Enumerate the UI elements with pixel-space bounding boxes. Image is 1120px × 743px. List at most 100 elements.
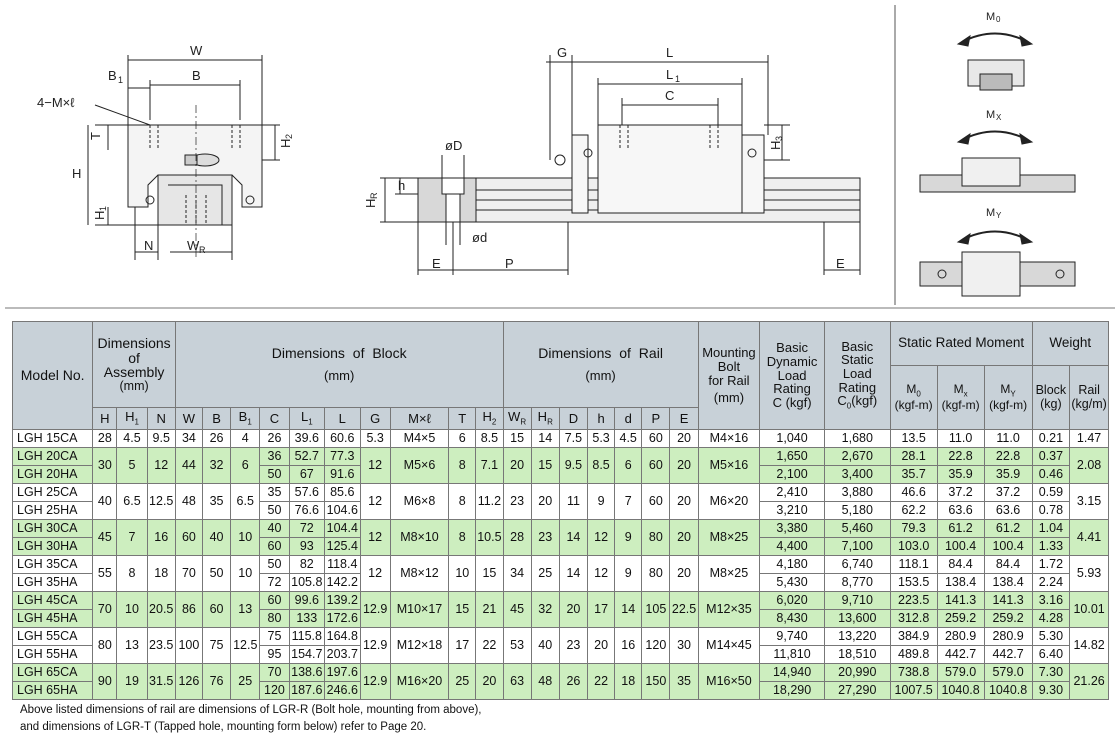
cell-dyn: 18,290 — [759, 681, 825, 700]
cell-stat: 13,220 — [823, 627, 891, 646]
cell-h: 20 — [587, 627, 616, 664]
cell-rail-weight: 4.41 — [1069, 519, 1109, 556]
cell-block_w: 1.04 — [1031, 519, 1071, 538]
m0-unit: (kgf-m) — [894, 398, 933, 413]
rail-weight-label: Rail — [1078, 383, 1100, 398]
cell-Mxl: M12×18 — [389, 627, 450, 664]
cell-H2: 21 — [475, 591, 504, 628]
header-m0: M0 (kgf-m) — [889, 365, 938, 430]
cell-L1: 154.7 — [288, 645, 326, 664]
col-L1: L1 — [288, 407, 326, 430]
cell-my: 1040.8 — [983, 681, 1033, 700]
label-E-left: E — [432, 256, 441, 271]
cell-stat: 2,670 — [823, 447, 891, 466]
header-rail-title: Dimensions of Rail — [538, 345, 663, 362]
cell-block_w: 7.30 — [1031, 663, 1071, 682]
cell-WR: 45 — [502, 591, 532, 628]
cell-my: 141.3 — [983, 591, 1033, 610]
header-assembly-line1: Dimensions — [97, 334, 171, 351]
cell-C: 75 — [259, 627, 290, 646]
cell-m0: 62.2 — [889, 501, 938, 520]
cell-mx: 61.2 — [936, 519, 985, 538]
header-static-line1: Basic — [841, 338, 874, 354]
cell-H2: 8.5 — [475, 429, 504, 448]
cell-my: 138.4 — [983, 573, 1033, 592]
cell-Mxl: M8×10 — [389, 519, 450, 556]
cell-P: 60 — [641, 483, 671, 520]
cell-E: 20 — [669, 429, 699, 448]
cell-L: 203.7 — [324, 645, 361, 664]
cell-E: 22.5 — [669, 591, 699, 628]
mx-sub: x — [963, 389, 968, 399]
cell-mx: 11.0 — [936, 429, 985, 448]
cell-block_w: 9.30 — [1031, 681, 1071, 700]
header-dynamic: Basic Dynamic Load Rating C (kgf) — [759, 321, 825, 430]
cell-G: 5.3 — [359, 429, 391, 448]
cell-model: LGH 30CA — [11, 519, 94, 538]
cell-stat: 5,180 — [823, 501, 891, 520]
cell-bolt: M16×50 — [697, 663, 761, 700]
cell-L1: 115.8 — [288, 627, 326, 646]
header-assembly: Dimensions of Assembly (mm) — [92, 321, 176, 408]
col-L1-sub: 1 — [308, 417, 313, 427]
cell-H: 28 — [92, 429, 118, 448]
cell-L: 139.2 — [324, 591, 361, 610]
cell-bolt: M6×20 — [697, 483, 761, 520]
col-Mxl: M×ℓ — [389, 407, 450, 430]
label-H1: H — [92, 211, 107, 220]
cell-L1: 138.6 — [288, 663, 326, 682]
cell-W: 34 — [174, 429, 203, 448]
cell-my: 280.9 — [983, 627, 1033, 646]
cell-P: 105 — [641, 591, 671, 628]
label-HR-sub: R — [369, 192, 379, 199]
cell-m0: 79.3 — [889, 519, 938, 538]
cell-bolt: M8×25 — [697, 519, 761, 556]
rail-weight-unit: (kg/m) — [1071, 396, 1107, 411]
cell-L1: 52.7 — [288, 447, 326, 466]
col-D: D — [558, 407, 589, 430]
col-d: d — [614, 407, 643, 430]
cell-H2: 20 — [475, 663, 504, 700]
header-dynamic-unit: C (kgf) — [772, 394, 812, 410]
cell-W: 60 — [174, 519, 203, 556]
cell-m0: 13.5 — [889, 429, 938, 448]
static-unit-tail: (kgf) — [851, 393, 878, 409]
cell-dyn: 1,650 — [759, 447, 825, 466]
header-static-line4: Rating — [838, 379, 877, 395]
label-C: C — [665, 88, 674, 103]
cell-mx: 37.2 — [936, 483, 985, 502]
m0-label: M — [906, 382, 917, 397]
cell-HR: 48 — [530, 663, 560, 700]
cell-N: 9.5 — [146, 429, 176, 448]
col-T: T — [448, 407, 477, 430]
cell-h: 12 — [587, 519, 616, 556]
cell-H1: 4.5 — [116, 429, 148, 448]
footnote-line1: Above listed dimensions of rail are dime… — [20, 704, 482, 716]
cell-my: 442.7 — [983, 645, 1033, 664]
label-D: øD — [445, 138, 462, 153]
side-view-labels: G L L 1 C H 3 øD h H R ød E P E — [363, 45, 845, 271]
cell-rail-weight: 2.08 — [1069, 447, 1109, 484]
cell-H: 55 — [92, 555, 118, 592]
label-H2: H — [278, 139, 293, 148]
cell-H: 45 — [92, 519, 118, 556]
cell-B1: 4 — [230, 429, 261, 448]
cell-L1: 93 — [288, 537, 326, 556]
cell-WR: 34 — [502, 555, 532, 592]
cell-dyn: 2,410 — [759, 483, 825, 502]
col-H2-main: H — [482, 409, 492, 424]
cross-section-labels: W B 1 B 4−M×ℓ T H 2 H H 1 N W R — [37, 43, 294, 255]
header-mounting: Mounting Bolt for Rail (mm) — [697, 321, 761, 430]
spec-table-container: Model No. Dimensions of Assembly (mm) Di… — [11, 321, 1110, 700]
cell-T: 17 — [448, 627, 477, 664]
cell-WR: 15 — [502, 429, 532, 448]
cell-d: 9 — [614, 519, 643, 556]
cell-G: 12.9 — [359, 627, 391, 664]
cell-C: 50 — [259, 465, 290, 484]
header-assembly-line4: (mm) — [119, 378, 149, 393]
cell-d: 18 — [614, 663, 643, 700]
col-H2: H2 — [475, 407, 504, 430]
